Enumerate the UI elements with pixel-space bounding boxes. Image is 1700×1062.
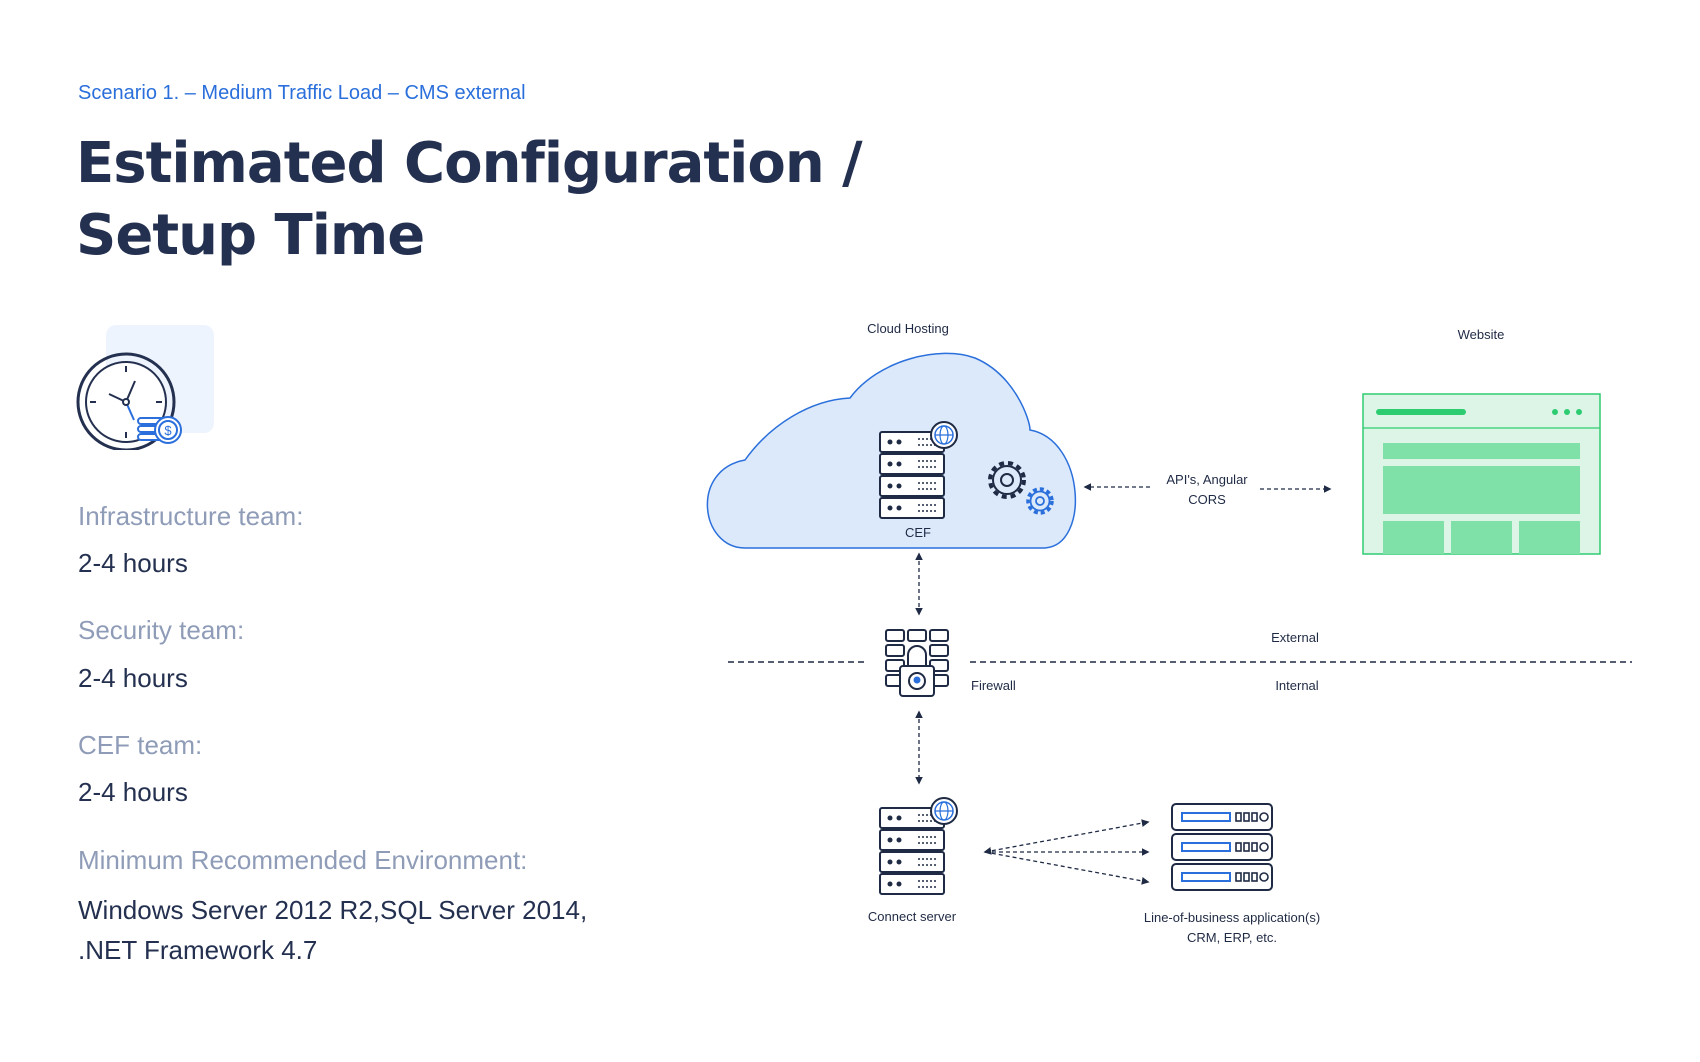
api-label-line-1: API's, Angular: [1166, 472, 1248, 487]
firewall-label: Firewall: [971, 678, 1016, 693]
cef-server-icon: [879, 431, 945, 519]
connect-server-icon: [879, 807, 945, 895]
api-label-line-2: CORS: [1188, 492, 1226, 507]
firewall-icon: [885, 629, 949, 697]
cef-label: CEF: [905, 525, 931, 540]
cloud-hosting-label: Cloud Hosting: [867, 321, 949, 336]
internal-label: Internal: [1275, 678, 1318, 693]
website-label: Website: [1458, 327, 1505, 342]
lob-arrows: [983, 819, 1150, 885]
website-icon: [1362, 393, 1601, 555]
cef-team-label: CEF team:: [78, 730, 203, 760]
environment-line-1: Windows Server 2012 R2,SQL Server 2014,: [78, 895, 588, 925]
lob-label-line-2: CRM, ERP, etc.: [1187, 930, 1277, 945]
infrastructure-team-value: 2-4 hours: [78, 548, 188, 578]
lob-label-line-1: Line-of-business application(s): [1144, 910, 1320, 925]
title-line-2: Setup Time: [76, 203, 425, 268]
lob-servers-icon: [1171, 803, 1273, 891]
clock-money-icon: $: [76, 320, 216, 452]
security-team-label: Security team:: [78, 615, 245, 645]
page-title: Estimated Configuration / Setup Time: [76, 128, 863, 272]
cef-team-value: 2-4 hours: [78, 777, 188, 807]
globe-icon: [930, 797, 958, 825]
external-label: External: [1271, 630, 1319, 645]
environment-value: Windows Server 2012 R2,SQL Server 2014, …: [78, 890, 587, 970]
globe-icon: [930, 421, 958, 449]
title-line-1: Estimated Configuration /: [76, 131, 863, 196]
connect-server-label: Connect server: [868, 909, 957, 924]
environment-line-2: .NET Framework 4.7: [78, 935, 318, 965]
scenario-subtitle: Scenario 1. – Medium Traffic Load – CMS …: [78, 82, 526, 104]
gears-icon: [988, 461, 1054, 515]
environment-label: Minimum Recommended Environment:: [78, 845, 528, 875]
svg-text:$: $: [164, 423, 172, 438]
security-team-value: 2-4 hours: [78, 663, 188, 693]
infrastructure-team-label: Infrastructure team:: [78, 501, 304, 531]
